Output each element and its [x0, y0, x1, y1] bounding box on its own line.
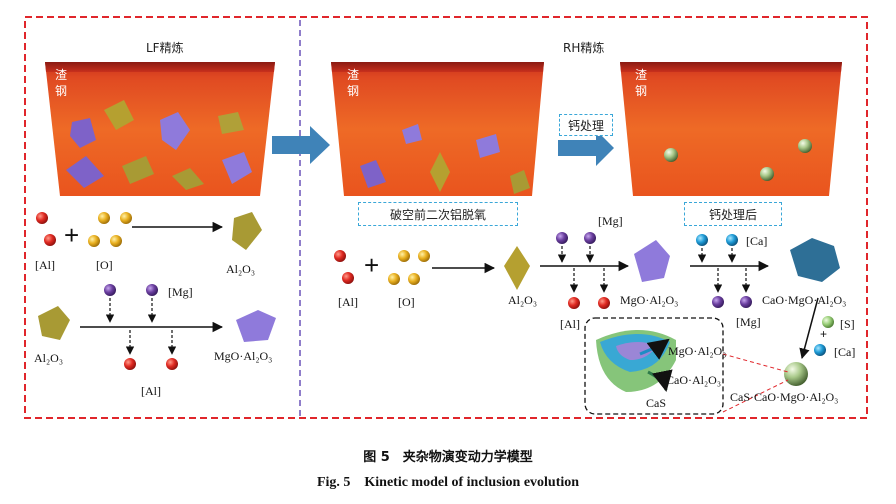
- cas-cao-mgo-al2o3-label: CaS·CaO·MgO·Al₂O₃: [730, 390, 839, 404]
- mg-atom: [740, 296, 752, 308]
- steel-label: 钢: [346, 84, 359, 98]
- al-atom: [342, 272, 354, 284]
- slag-label: 渣: [346, 68, 359, 82]
- caption-en: Fig. 5 Kinetic model of inclusion evolut…: [316, 475, 580, 490]
- al-atom: [166, 358, 178, 370]
- al2o3-label: Al₂O₃: [226, 262, 256, 276]
- ca-treatment-label: 钙处理: [559, 114, 613, 136]
- rh-panel-title: RH精炼: [563, 41, 605, 55]
- o-atom: [418, 250, 430, 262]
- outer-frame: [24, 16, 868, 419]
- al2o3-label: Al₂O₃: [34, 351, 64, 365]
- spinel-inclusion: [634, 240, 670, 282]
- mg-atom: [146, 284, 158, 296]
- o-atom: [88, 235, 100, 247]
- spinel-inclusion: [236, 310, 276, 342]
- before-deoxidation-label: 破空前二次铝脱氧: [358, 202, 518, 226]
- steel-label: 钢: [634, 84, 647, 98]
- reaction-arrow: [799, 297, 819, 360]
- al-atom: [598, 297, 610, 309]
- al-label: [Al]: [338, 295, 358, 309]
- lf-panel-title: LF精炼: [146, 41, 184, 55]
- alumina-inclusion: [232, 212, 262, 250]
- inset-cao-al2o3-label: CaO·Al₂O₃: [666, 373, 722, 387]
- rh-ladle-after: [620, 62, 842, 196]
- inset-mgo-al2o3-label: MgO·Al₂O₃: [668, 344, 727, 358]
- s-label: [S]: [840, 317, 855, 331]
- slag-label: 渣: [54, 68, 67, 82]
- o-label: [O]: [96, 258, 113, 272]
- caption-cn: 图 5 夹杂物演变动力学模型: [363, 450, 533, 465]
- mg-atom: [556, 232, 568, 244]
- al-atom: [568, 297, 580, 309]
- al-label: [Al]: [141, 384, 161, 398]
- inset-cas-label: CaS: [646, 396, 667, 410]
- o-atom: [98, 212, 110, 224]
- mg-atom: [104, 284, 116, 296]
- inclusion-cross-section: [596, 330, 676, 393]
- ca-atom: [726, 234, 738, 246]
- ca-atom: [696, 234, 708, 246]
- lf-ladle: [45, 62, 275, 196]
- plus-sign: +: [64, 220, 80, 250]
- o-label: [O]: [398, 295, 415, 309]
- plus-sign: +: [364, 250, 380, 280]
- mg-atom: [584, 232, 596, 244]
- cao-mgo-al2o3-label: CaO·MgO·Al₂O₃: [762, 293, 847, 307]
- mgo-al2o3-label: MgO·Al₂O₃: [620, 293, 679, 307]
- al-label: [Al]: [560, 317, 580, 331]
- o-atom: [110, 235, 122, 247]
- s-atom: [822, 316, 834, 328]
- mg-atom: [712, 296, 724, 308]
- o-atom: [120, 212, 132, 224]
- plus-sign: +: [820, 327, 827, 341]
- after-ca-treatment-label: 钙处理后: [684, 202, 782, 226]
- alumina-inclusion: [38, 306, 70, 340]
- slag-label: 渣: [634, 68, 647, 82]
- steel-label: 钢: [54, 84, 67, 98]
- alumina-inclusion: [504, 246, 530, 290]
- ca-label: [Ca]: [746, 234, 768, 248]
- al-atom: [124, 358, 136, 370]
- al-label: [Al]: [35, 258, 55, 272]
- process-arrow-ca-treatment: [558, 130, 614, 166]
- al-atom: [334, 250, 346, 262]
- cao-mgo-al2o3-inclusion: [790, 238, 840, 282]
- o-atom: [408, 273, 420, 285]
- ca-label: [Ca]: [834, 345, 856, 359]
- o-atom: [398, 250, 410, 262]
- mg-label: [Mg]: [736, 315, 761, 329]
- ca-atom: [814, 344, 826, 356]
- o-atom: [388, 273, 400, 285]
- al-atom: [36, 212, 48, 224]
- rh-ladle-before: [331, 62, 544, 196]
- mg-label: [Mg]: [598, 214, 623, 228]
- process-arrow-lf-rh: [272, 126, 330, 164]
- mgo-al2o3-label: MgO·Al₂O₃: [214, 349, 273, 363]
- al-atom: [44, 234, 56, 246]
- mg-label: [Mg]: [168, 285, 193, 299]
- cas-cao-mgo-al2o3-inclusion: [784, 362, 808, 386]
- al2o3-label: Al₂O₃: [508, 293, 538, 307]
